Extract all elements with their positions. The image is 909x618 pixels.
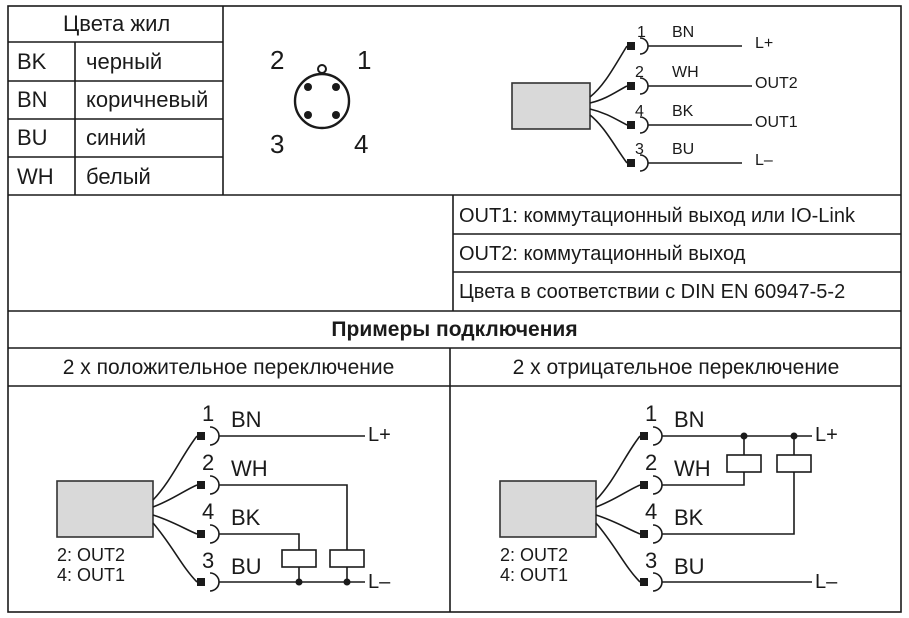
color-code: BK <box>17 49 47 74</box>
wire-color: BK <box>674 505 704 530</box>
wire-color: WH <box>231 456 268 481</box>
connector-pin-label: 1 <box>357 45 372 75</box>
top-wiring-schematic <box>511 37 752 172</box>
wire-pin: 3 <box>635 141 644 158</box>
wire-pin: 1 <box>202 401 215 426</box>
supply-positive-label: L+ <box>815 424 838 446</box>
wire-pin: 4 <box>645 499 658 524</box>
wire-signal: L+ <box>755 35 774 52</box>
wire-pin: 4 <box>635 103 644 120</box>
wire-color: BN <box>231 407 262 432</box>
wiring-diagram-sheet: Цвета жил BK черный BN коричневый BU син… <box>7 5 902 613</box>
color-table-title: Цвета жил <box>63 11 171 36</box>
wire-color: BU <box>231 554 262 579</box>
color-code: WH <box>17 164 54 189</box>
wire-color: BU <box>674 554 705 579</box>
supply-positive-label: L+ <box>368 424 391 446</box>
wire-pin: 2 <box>635 64 644 81</box>
output-legend: 2: OUT2 <box>500 545 569 565</box>
color-name: коричневый <box>86 87 209 112</box>
wire-color: BU <box>672 141 695 158</box>
wire-color: WH <box>672 64 699 81</box>
output-legend: 4: OUT1 <box>500 565 569 585</box>
wire-pin: 1 <box>637 24 646 41</box>
wire-pin: 3 <box>645 548 658 573</box>
wire-color: BK <box>231 505 261 530</box>
wire-pin: 3 <box>202 548 215 573</box>
wire-color: WH <box>674 456 711 481</box>
wire-signal: OUT1 <box>755 114 798 131</box>
wire-pin: 1 <box>645 401 658 426</box>
examples-title: Примеры подключения <box>331 318 578 341</box>
note-line: OUT1: коммутационный выход или IO-Link <box>459 205 855 227</box>
color-name: белый <box>86 164 151 189</box>
color-name: синий <box>86 125 147 150</box>
positive-switching-schematic <box>56 426 365 592</box>
color-name: черный <box>86 49 163 74</box>
color-code: BN <box>17 87 48 112</box>
wire-pin: 2 <box>202 450 215 475</box>
wire-signal: OUT2 <box>755 75 798 92</box>
connector-pin-label: 2 <box>270 45 285 75</box>
negative-switching-title: 2 x отрицательное переключение <box>512 356 840 379</box>
table-grid <box>7 5 902 613</box>
wire-color: BN <box>672 24 695 41</box>
note-line: OUT2: коммутационный выход <box>459 243 746 265</box>
output-legend: 4: OUT1 <box>57 565 126 585</box>
wire-signal: L– <box>755 152 773 169</box>
connector-pin-label: 3 <box>270 129 285 159</box>
note-line: Цвета в соответствии с DIN EN 60947-5-2 <box>459 281 846 303</box>
connector-pin-label: 4 <box>354 129 369 159</box>
supply-negative-label: L– <box>815 571 838 593</box>
wire-color: BK <box>672 103 694 120</box>
output-legend: 2: OUT2 <box>57 545 126 565</box>
supply-negative-label: L– <box>368 571 391 593</box>
color-code: BU <box>17 125 48 150</box>
wire-pin: 2 <box>645 450 658 475</box>
connector-face-icon <box>293 64 351 130</box>
negative-switching-schematic <box>499 426 812 592</box>
wire-color: BN <box>674 407 705 432</box>
wire-pin: 4 <box>202 499 215 524</box>
positive-switching-title: 2 x положительное переключение <box>62 356 395 379</box>
